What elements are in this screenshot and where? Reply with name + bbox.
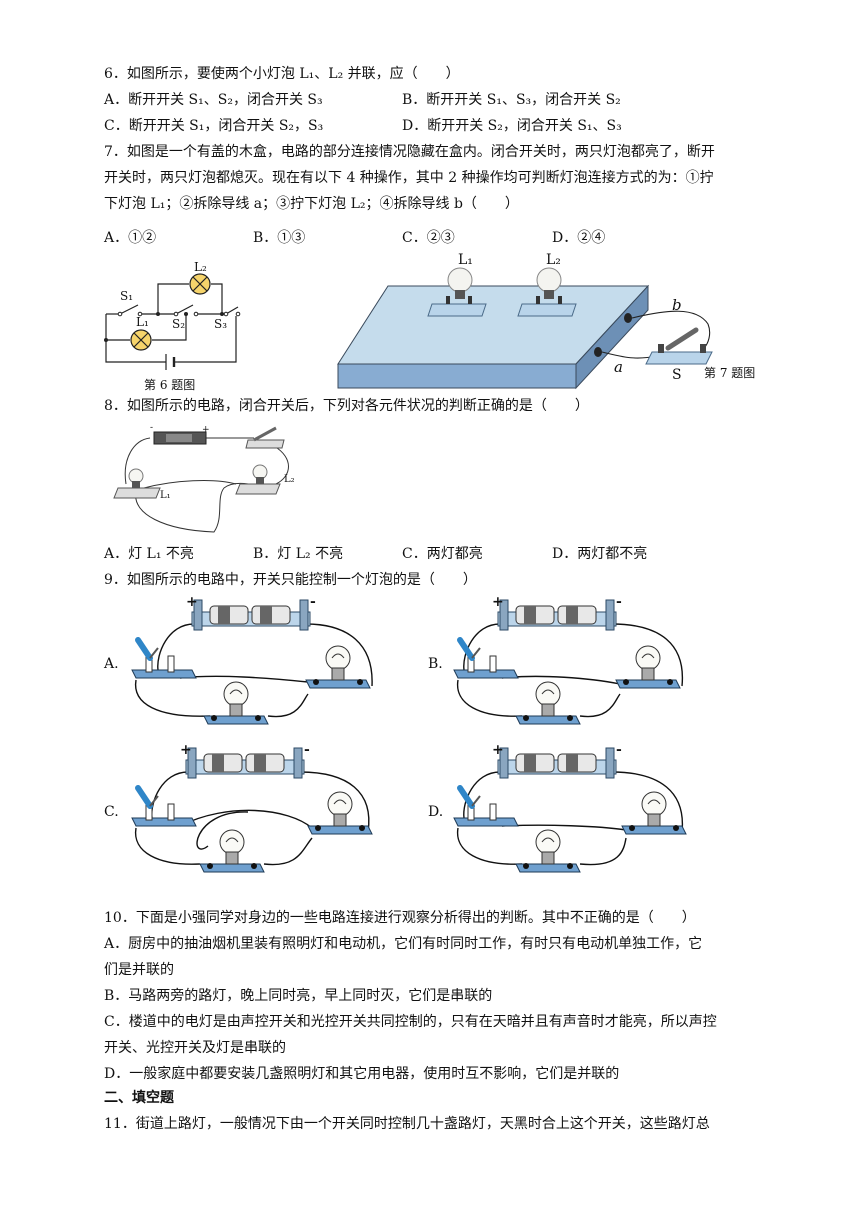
q7-option-b: B．①③ (253, 230, 306, 246)
q6-option-c: C．断开开关 S₁，闭合开关 S₂，S₃ (104, 118, 324, 134)
q7-stem-line-3: 下灯泡 L₁；②拆除导线 a；③拧下灯泡 L₂；④拆除导线 b（ ） (104, 196, 519, 212)
q10-line-1: A．厨房中的抽油烟机里装有照明灯和电动机，它们有时同时工作，有时只有电动机单独工… (104, 936, 703, 952)
q10-stem: 10．下面是小强同学对身边的一些电路连接进行观察分析得出的判断。其中不正确的是（… (104, 910, 696, 926)
q8-option-c: C．两灯都亮 (402, 546, 483, 562)
q7-label-b: b (672, 296, 682, 314)
q11-stem: 11．街道上路灯，一般情况下由一个开关同时控制几十盏路灯，天黑时合上这个开关，这… (104, 1116, 710, 1132)
q9-circuit-b (450, 594, 684, 725)
q7-box-figure: L₁ L₂ b a S (337, 252, 713, 390)
section-heading: 二、填空题 (104, 1090, 174, 1106)
q10-line-6: D．一般家庭中都要安装几盏照明灯和其它用电器，使用时互不影响，它们是并联的 (104, 1066, 620, 1082)
q9-circuit-c (128, 742, 373, 873)
q10-line-2: 们是并联的 (104, 962, 174, 978)
q8-option-d: D．两灯都不亮 (552, 546, 648, 562)
q8-stem: 8．如图所示的电路，闭合开关后，下列对各元件状况的判断正确的是（ ） (104, 398, 589, 414)
q8-label-l2: L₂ (284, 474, 295, 485)
q6-option-b: B．断开开关 S₁、S₃，闭合开关 S₂ (402, 92, 621, 108)
q9-circuit-a (128, 594, 373, 725)
q6-label-s2: S₂ (172, 317, 185, 331)
q7-stem-line-2: 开关时，两只灯泡都熄灭。现在有以下 4 种操作，其中 2 种操作均可判断灯泡连接… (104, 170, 714, 186)
q6-option-d: D．断开开关 S₂，闭合开关 S₁、S₃ (402, 118, 622, 134)
q6-circuit-figure: L₂ L₁ S₁ S₂ S₃ (104, 260, 241, 370)
svg-text:+: + (202, 425, 210, 435)
q7-option-d: D．②④ (552, 230, 606, 246)
q8-circuit-figure: - + L₁ L₂ (113, 423, 295, 533)
q7-label-l2: L₂ (546, 252, 561, 268)
q10-line-3: B．马路两旁的路灯，晚上同时亮，早上同时灭，它们是串联的 (104, 988, 493, 1004)
q7-figure-caption: 第 7 题图 (704, 366, 756, 380)
q6-stem: 6．如图所示，要使两个小灯泡 L₁、L₂ 并联，应（ ） (104, 66, 460, 82)
q10-line-4: C．楼道中的电灯是由声控开关和光控开关共同控制的，只有在天暗并且有声音时才能亮，… (104, 1014, 717, 1030)
q9-stem: 9．如图所示的电路中，开关只能控制一个灯泡的是（ ） (104, 572, 477, 588)
q8-label-l1: L₁ (160, 490, 171, 501)
q7-label-l1: L₁ (458, 252, 473, 268)
q9-option-b-letter: B. (428, 656, 443, 672)
q8-option-b: B．灯 L₂ 不亮 (253, 546, 344, 562)
q6-label-s1: S₁ (120, 289, 133, 303)
q7-label-a: a (614, 358, 623, 376)
q10-line-5: 开关、光控开关及灯是串联的 (104, 1040, 286, 1056)
q8-option-a: A．灯 L₁ 不亮 (104, 546, 194, 562)
q6-label-l2: L₂ (194, 260, 207, 274)
q6-label-s3: S₃ (214, 317, 227, 331)
q9-option-d-letter: D. (428, 804, 444, 820)
svg-text:-: - (150, 423, 153, 433)
q9-option-a-letter: A. (104, 656, 119, 672)
q9-circuit-d (450, 742, 687, 873)
q9-option-c-letter: C. (104, 804, 119, 820)
q7-option-a: A．①② (104, 230, 157, 246)
q7-option-c: C．②③ (402, 230, 455, 246)
q6-figure-caption: 第 6 题图 (144, 378, 196, 392)
q6-label-l1: L₁ (136, 315, 149, 329)
q7-stem-line-1: 7．如图是一个有盖的木盒，电路的部分连接情况隐藏在盒内。闭合开关时，两只灯泡都亮… (104, 144, 715, 160)
q6-option-a: A．断开开关 S₁、S₂，闭合开关 S₃ (104, 92, 323, 108)
q7-label-s: S (672, 367, 682, 383)
